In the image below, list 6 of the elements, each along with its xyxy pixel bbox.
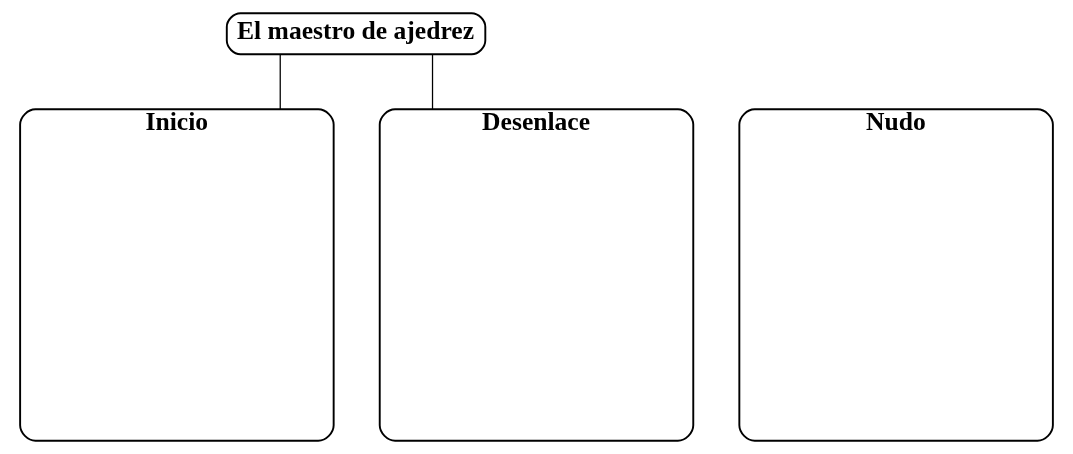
node-box: Inicio bbox=[19, 108, 335, 442]
node-box: Desenlace bbox=[378, 108, 695, 442]
node-box: Nudo bbox=[738, 108, 1054, 442]
connector bbox=[431, 53, 434, 110]
connector bbox=[279, 53, 281, 110]
node-box: El maestro de ajedrez bbox=[225, 12, 487, 56]
